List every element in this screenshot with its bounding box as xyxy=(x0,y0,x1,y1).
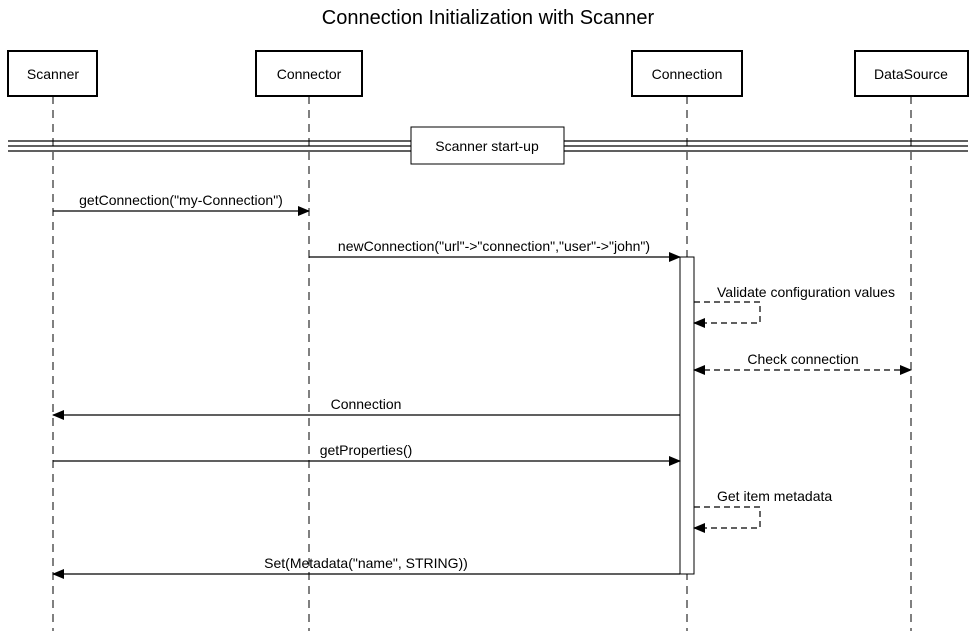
message-connection-return: Connection xyxy=(52,396,680,420)
participant-scanner: Scanner xyxy=(7,50,98,97)
message-label: Get item metadata xyxy=(717,488,832,504)
message-label: Validate configuration values xyxy=(717,284,895,300)
message-label: Connection xyxy=(331,396,402,412)
participant-connection: Connection xyxy=(631,50,743,97)
participant-connector: Connector xyxy=(255,50,363,97)
participant-label: Connector xyxy=(277,66,342,82)
message-get-properties: getProperties() xyxy=(53,442,681,466)
participant-label: Connection xyxy=(652,66,723,82)
divider-label: Scanner start-up xyxy=(435,138,539,154)
activation-bar-connection xyxy=(679,256,695,575)
message-set-metadata: Set(Metadata("name", STRING)) xyxy=(52,555,680,579)
message-validate-configuration: Validate configuration values xyxy=(693,284,895,328)
participant-label: Scanner xyxy=(27,66,79,82)
message-check-connection: Check connection xyxy=(693,351,912,375)
message-label: Set(Metadata("name", STRING)) xyxy=(264,555,468,571)
participant-datasource: DataSource xyxy=(854,50,969,97)
message-get-item-metadata: Get item metadata xyxy=(693,488,832,533)
message-label: Check connection xyxy=(747,351,858,367)
message-new-connection: newConnection("url"->"connection","user"… xyxy=(309,238,681,262)
message-label: getProperties() xyxy=(320,442,413,458)
diagram-title: Connection Initialization with Scanner xyxy=(322,7,655,29)
message-label: getConnection("my-Connection") xyxy=(79,192,283,208)
message-label: newConnection("url"->"connection","user"… xyxy=(338,238,650,254)
message-get-connection: getConnection("my-Connection") xyxy=(53,192,310,216)
participant-label: DataSource xyxy=(874,66,948,82)
divider-scanner-startup: Scanner start-up xyxy=(8,126,968,165)
